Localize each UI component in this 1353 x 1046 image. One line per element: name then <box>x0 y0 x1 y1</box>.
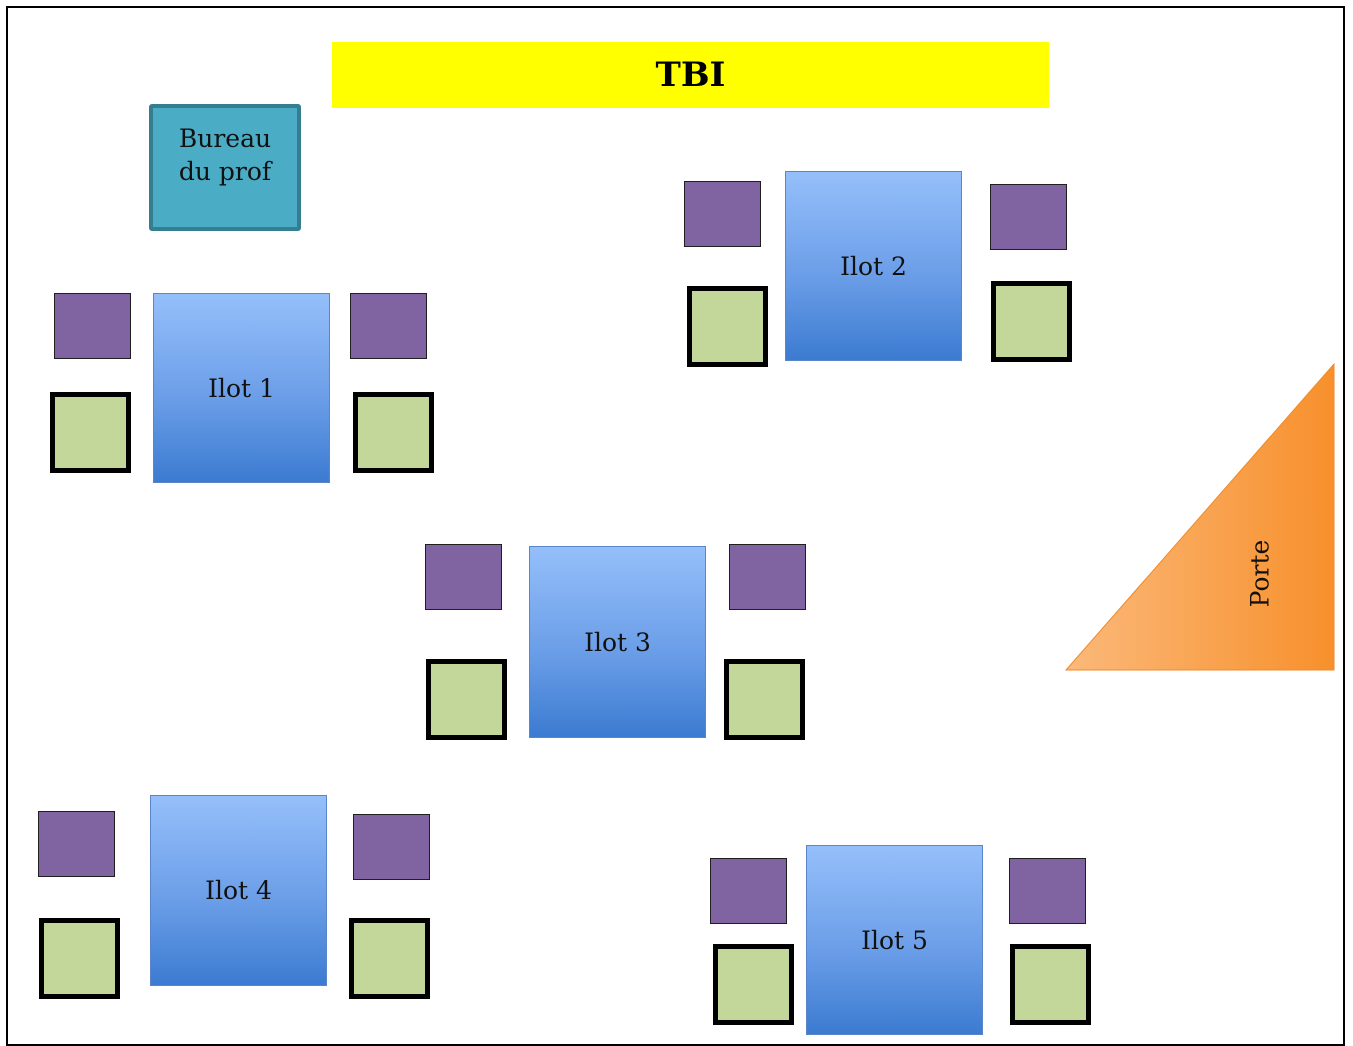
seat-purple <box>425 544 502 610</box>
seat-purple <box>350 293 427 359</box>
island-table-2: Ilot 2 <box>785 171 962 361</box>
seat-green <box>353 392 434 473</box>
seat-green <box>724 659 805 740</box>
seat-green <box>687 286 768 367</box>
island-label: Ilot 3 <box>584 627 651 657</box>
door-label: Porte <box>1245 539 1275 607</box>
island-label: Ilot 1 <box>208 373 275 403</box>
seat-purple <box>38 811 115 877</box>
seat-green <box>713 944 794 1025</box>
island-label: Ilot 4 <box>205 876 272 905</box>
board-tbi: TBI <box>332 42 1049 108</box>
seat-green <box>991 281 1072 362</box>
seat-purple <box>684 181 761 247</box>
seat-green <box>1010 944 1091 1025</box>
seat-green <box>349 918 430 999</box>
island-table-4: Ilot 4 <box>150 795 327 986</box>
board-label: TBI <box>655 55 726 95</box>
island-table-3: Ilot 3 <box>529 546 706 738</box>
seat-purple <box>353 814 430 880</box>
island-label: Ilot 2 <box>840 251 907 281</box>
island-label: Ilot 5 <box>861 925 928 955</box>
seat-purple <box>1009 858 1086 924</box>
seat-green <box>426 659 507 740</box>
island-table-1: Ilot 1 <box>153 293 330 483</box>
seat-purple <box>990 184 1067 250</box>
door-shape <box>1065 363 1335 671</box>
seat-purple <box>54 293 131 359</box>
island-table-5: Ilot 5 <box>806 845 983 1035</box>
seat-purple <box>710 858 787 924</box>
seat-purple <box>729 544 806 610</box>
seat-green <box>39 918 120 999</box>
seat-green <box>50 392 131 473</box>
